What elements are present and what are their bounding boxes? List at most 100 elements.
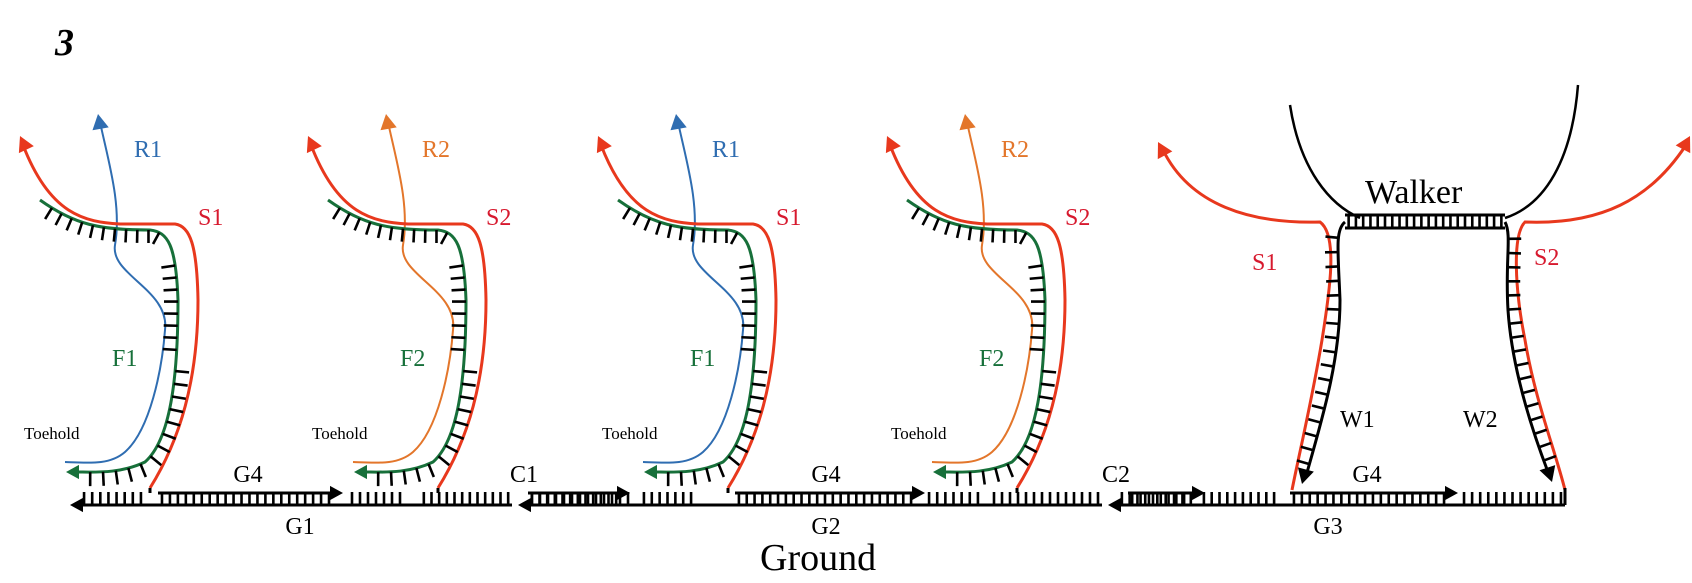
walker-right-leg-ticks [1507,237,1557,462]
upper-strand [528,485,630,505]
walker-body-left-line [1288,104,1361,220]
release-label: R2 [1001,137,1029,163]
stator-units: R1S1F1ToeholdR2S2F2ToeholdR1S1F1ToeholdR… [18,114,1090,489]
walker-left-leg-label: W1 [1340,407,1375,433]
release-arrow-icon [92,114,109,131]
upper-strand-arrow-icon [912,485,925,501]
walker-left-stator-strand [1161,149,1333,491]
walker-left-leg-arrow-icon [1297,467,1314,484]
fuel-release-ticks [666,369,768,487]
upper-strand [158,485,343,505]
release-label: R2 [422,137,450,163]
release-strand [642,121,745,464]
stator-label: S1 [198,205,223,231]
walker-right-stator-strand [1514,144,1688,491]
stator-arrow-icon [596,136,612,154]
fuel-release-ticks [955,369,1057,487]
fuel-arrow-icon [66,464,79,480]
walker-bridge-ticks [1347,215,1503,228]
fuel-arrow-icon [933,464,946,480]
ground-strand-g1-arrow-icon [70,497,83,513]
upper-strand-arrow-icon [617,485,630,501]
stator-strand [599,144,778,489]
walker-right-stator-arrow-icon [1675,136,1691,154]
track-upper-label: G4 [811,462,840,488]
ground-strand-g2-arrow-icon [518,497,531,513]
track-lower-label: G2 [811,514,840,540]
walker-left-stator-label: S1 [1252,250,1277,276]
release-strand [931,121,1034,464]
fuel-stator-ticks-vertical [161,264,179,352]
release-arrow-icon [380,114,397,131]
fuel-stator-ticks-vertical [1028,264,1046,352]
fuel-arrow-icon [644,464,657,480]
fuel-release-ticks [376,369,478,487]
fuel-strand [617,198,758,474]
toehold-label: Toehold [312,424,368,443]
fuel-stator-ticks [622,207,739,245]
fuel-release-ticks [88,369,190,487]
ground-strand-g3-arrow-icon [1108,497,1121,513]
stator-arrow-icon [885,136,901,154]
track-lower-label: G1 [285,514,314,540]
walker-right-leg-label: W2 [1463,407,1498,433]
fuel-stator-ticks [44,207,161,245]
fuel-strand [327,198,468,474]
release-label: R1 [712,137,740,163]
toehold-label: Toehold [24,424,80,443]
fuel-label: F1 [690,346,715,372]
fuel-stator-ticks-vertical [739,264,757,352]
track-lower-label: G3 [1313,514,1342,540]
fuel-strand [906,198,1047,474]
fuel-stator-ticks [911,207,1028,245]
walker-right-leg-arrow-icon [1539,465,1556,482]
release-arrow-icon [670,114,687,131]
walker-body-right-line [1504,84,1580,220]
walker-right-stator-label: S2 [1534,245,1559,271]
release-strand [64,121,167,464]
fuel-label: F1 [112,346,137,372]
upper-strand [735,485,925,505]
upper-strand-arrow-icon [330,485,343,501]
stator-strand [888,144,1067,489]
track-upper-label: G4 [1352,462,1381,488]
stator-arrow-icon [18,136,34,154]
stator-label: S2 [1065,205,1090,231]
upper-strand [1290,485,1458,505]
upper-strand-arrow-icon [1192,485,1205,501]
fuel-label: F2 [400,346,425,372]
ground-label: Ground [760,537,876,579]
walker-left-leg-strand [1304,220,1347,477]
stator-label: S1 [776,205,801,231]
release-arrow-icon [959,114,976,131]
walker-left-leg-ticks [1296,235,1340,466]
fuel-strand [39,198,180,474]
ground-strand-g2 [518,497,1102,513]
stator-label: S2 [486,205,511,231]
stator-arrow-icon [306,136,322,154]
fuel-arrow-icon [354,464,367,480]
toehold-label: Toehold [891,424,947,443]
release-strand [352,121,455,464]
walker-label: Walker [1365,174,1463,211]
panel-number: 3 [54,22,74,64]
fuel-stator-ticks-vertical [449,264,467,352]
stator-strand [309,144,488,489]
fuel-stator-ticks [332,207,449,245]
track-upper-label: C1 [510,462,538,488]
stator-strand [21,144,200,489]
fuel-label: F2 [979,346,1004,372]
upper-strand [1128,485,1205,505]
release-label: R1 [134,137,162,163]
upper-strand-arrow-icon [1445,485,1458,501]
track-upper-label: G4 [233,462,262,488]
toehold-label: Toehold [602,424,658,443]
walker-left-stator-arrow-icon [1157,142,1173,160]
